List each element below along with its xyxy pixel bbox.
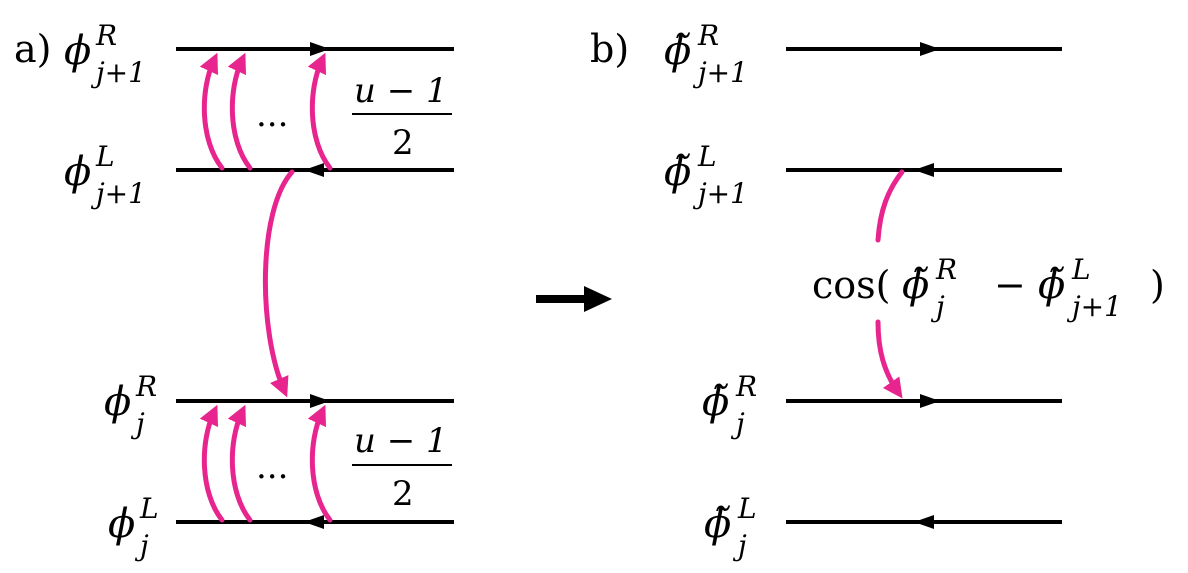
svg-text:L: L	[1071, 253, 1091, 286]
curved-arrow-icon	[227, 404, 253, 523]
right-arrow-head	[920, 42, 940, 56]
svg-text:j+1: j+1	[90, 177, 146, 210]
svg-text:j: j	[730, 407, 745, 440]
field-label-a-0: ϕ R j+1	[64, 19, 146, 89]
svg-text:j+1: j+1	[692, 177, 748, 210]
svg-text:R: R	[697, 19, 719, 52]
panel-a-label: a)	[14, 27, 51, 71]
svg-text:ϕ̃: ϕ̃	[664, 149, 691, 195]
svg-text:j: j	[130, 407, 145, 440]
svg-text:ϕ: ϕ	[64, 149, 91, 195]
svg-text:ϕ̃: ϕ̃	[664, 28, 691, 74]
svg-text:L: L	[737, 492, 757, 525]
curved-arrow-icon	[227, 52, 253, 171]
curved-arrow-icon	[307, 404, 333, 523]
svg-text:j+1: j+1	[1066, 290, 1122, 323]
svg-text:R: R	[135, 370, 157, 403]
curved-arrow-icon	[307, 52, 333, 171]
svg-text:2: 2	[392, 123, 414, 163]
svg-text:ϕ: ϕ	[64, 28, 91, 74]
ellipsis-top: ...	[256, 95, 288, 135]
svg-text:ϕ̃: ϕ̃	[704, 501, 731, 547]
fraction-top: u − 1 2	[352, 71, 452, 163]
svg-text:R: R	[735, 370, 757, 403]
left-arrow-head	[914, 515, 934, 529]
coupling-arrow-icon	[262, 169, 295, 398]
right-arrow-icon	[536, 286, 612, 312]
coupling-arrow-top-segment	[875, 169, 905, 243]
svg-text:ϕ: ϕ	[104, 379, 131, 425]
svg-text:ϕ̃: ϕ̃	[1038, 262, 1065, 308]
right-arrow-head	[310, 42, 330, 56]
svg-text:u − 1: u − 1	[354, 421, 448, 461]
svg-text:j: j	[930, 290, 945, 323]
coupling-arcs-bottom	[199, 404, 333, 523]
ellipsis-bottom: ...	[256, 447, 288, 487]
svg-text:cos(: cos(	[812, 263, 891, 307]
fraction-bottom: u − 1 2	[352, 421, 452, 514]
svg-text:ϕ̃: ϕ̃	[702, 379, 729, 425]
field-label-b-2: ϕ̃ R j	[702, 370, 757, 440]
svg-text:j: j	[134, 529, 149, 562]
svg-text:ϕ̃: ϕ̃	[902, 262, 929, 308]
svg-text:R: R	[95, 19, 117, 52]
right-arrow-head	[310, 394, 330, 408]
left-arrow-head	[304, 515, 324, 529]
svg-text:): )	[1150, 263, 1165, 307]
field-label-a-1: ϕ L j+1	[64, 140, 146, 210]
curved-arrow-icon	[199, 52, 225, 171]
field-label-b-3: ϕ̃ L j	[704, 492, 757, 562]
field-label-a-2: ϕ R j	[104, 370, 157, 440]
coupling-arrow-icon	[875, 319, 903, 399]
svg-text:2: 2	[392, 474, 414, 514]
svg-text:L: L	[697, 140, 717, 173]
field-label-b-1: ϕ̃ L j+1	[664, 140, 748, 210]
left-arrow-head	[304, 163, 324, 177]
left-arrow-head	[914, 163, 934, 177]
field-label-a-3: ϕ L j	[108, 492, 159, 562]
panel-b-label: b)	[590, 27, 629, 71]
curved-arrow-icon	[199, 404, 225, 523]
svg-text:j+1: j+1	[692, 56, 748, 89]
svg-text:L: L	[95, 140, 115, 173]
svg-text:−: −	[994, 263, 1026, 307]
svg-text:R: R	[935, 253, 957, 286]
svg-text:j+1: j+1	[90, 56, 146, 89]
svg-text:j: j	[732, 529, 747, 562]
svg-text:u − 1: u − 1	[354, 71, 448, 111]
coupling-arcs-top	[199, 52, 333, 171]
svg-text:L: L	[139, 492, 159, 525]
field-label-b-0: ϕ̃ R j+1	[664, 19, 748, 89]
cos-coupling-label: cos( ϕ̃ R j − ϕ̃ L j+1 )	[812, 253, 1165, 323]
svg-text:ϕ: ϕ	[108, 501, 135, 547]
right-arrow-head	[920, 394, 940, 408]
